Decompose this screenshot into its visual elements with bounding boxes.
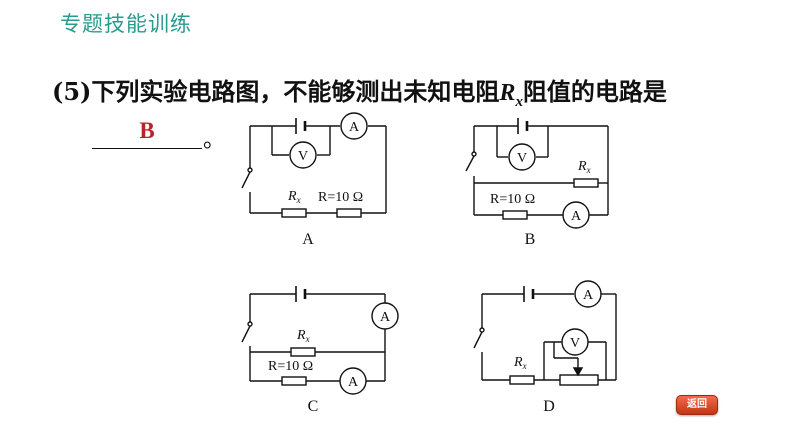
resistor-r (502, 210, 528, 220)
resistor-rx (509, 375, 535, 385)
switch-icon (241, 321, 253, 343)
circuit-a: A V Rx R=10 Ω A (241, 112, 387, 248)
ammeter-icon (340, 112, 368, 140)
svg-text:A: A (348, 375, 359, 390)
question-text: (5)下列实验电路图，不能够测出未知电阻Rx阻值的电路是 (52, 72, 667, 111)
question-prefix: (5)下列实验电路图，不能够测出未知电阻 (52, 77, 500, 106)
answer-blank (92, 148, 202, 149)
switch-icon (465, 151, 477, 172)
resistor-rx (573, 178, 599, 188)
svg-text:R=10 Ω: R=10 Ω (490, 192, 535, 207)
resistor-r (336, 208, 362, 218)
svg-text:A: A (349, 120, 360, 135)
circuit-a-label: A (302, 231, 314, 248)
question-rx: Rx (499, 80, 523, 110)
section-title: 专题技能训练 (60, 12, 192, 36)
circuit-c: A Rx A R=10 Ω C (241, 286, 399, 415)
battery-icon (523, 286, 536, 302)
battery-icon (295, 118, 308, 134)
svg-text:R=10 Ω: R=10 Ω (318, 190, 363, 205)
voltmeter-icon (508, 143, 536, 171)
circuit-b: V Rx A R=10 Ω B (465, 118, 609, 248)
svg-text:A: A (571, 209, 582, 224)
circuit-b-label: B (525, 231, 536, 248)
slider-arrow-icon (572, 367, 584, 377)
answer-value: B (139, 118, 155, 143)
switch-icon (241, 167, 253, 189)
svg-text:V: V (517, 151, 527, 166)
svg-text:Rx: Rx (287, 189, 301, 205)
voltmeter-icon (289, 141, 317, 169)
svg-text:A: A (583, 288, 594, 303)
battery-icon (295, 286, 308, 302)
answer-end-mark: 。 (203, 128, 226, 153)
resistor-r (281, 376, 307, 386)
svg-text:A: A (380, 310, 391, 325)
svg-text:Rx: Rx (577, 159, 591, 175)
svg-text:R=10 Ω: R=10 Ω (268, 359, 313, 374)
svg-text:Rx: Rx (513, 355, 527, 371)
circuit-d: A Rx V D (473, 280, 617, 415)
back-button[interactable]: 返回 (676, 395, 718, 415)
svg-text:V: V (570, 336, 580, 351)
rheostat (559, 374, 599, 386)
svg-text:Rx: Rx (296, 328, 310, 344)
circuit-c-label: C (308, 398, 319, 415)
switch-icon (473, 327, 485, 349)
battery-icon (517, 118, 530, 134)
svg-text:V: V (298, 149, 308, 164)
circuit-d-label: D (543, 398, 555, 415)
resistor-rx (290, 347, 316, 357)
resistor-rx (281, 208, 307, 218)
question-suffix: 阻值的电路是 (522, 77, 667, 106)
